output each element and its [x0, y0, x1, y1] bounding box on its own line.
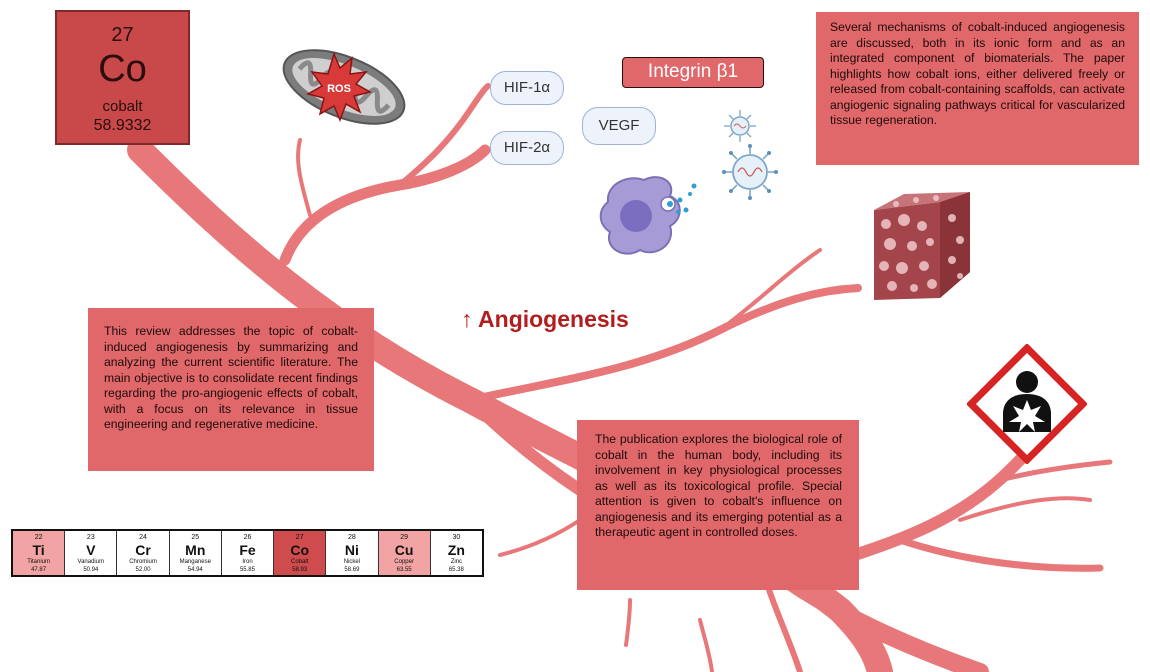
- porous-scaffold-cube-icon: [874, 192, 970, 300]
- periodic-cell-mass: 52.00: [135, 567, 151, 573]
- ros-label: ROS: [327, 83, 351, 95]
- macrophage-cell-icon: [599, 176, 697, 255]
- periodic-cell-symbol: Co: [290, 542, 310, 558]
- mitochondria-icon: ROS: [282, 49, 406, 125]
- periodic-cell-symbol: V: [86, 542, 96, 558]
- periodic-cell-mass: 47.87: [31, 567, 47, 573]
- vegf-label: VEGF: [582, 107, 656, 145]
- periodic-cell-name: Nickel: [343, 559, 361, 565]
- periodic-cell-symbol: Ni: [344, 542, 359, 558]
- periodic-cell-symbol: Mn: [185, 542, 206, 558]
- periodic-cell-name: Chromium: [129, 559, 157, 565]
- periodic-cell-symbol: Ti: [32, 542, 45, 558]
- periodic-cell-mass: 58.93: [292, 567, 308, 573]
- ros-burst-icon: [306, 51, 372, 123]
- cobalt-element-tile: 27 Co cobalt 58.9332: [55, 10, 190, 145]
- hif-2a-label: HIF-2α: [490, 131, 564, 165]
- periodic-cell-mass: 55.85: [239, 567, 255, 573]
- periodic-cell-mass: 63.55: [396, 567, 412, 573]
- periodic-cell-number: 30: [452, 534, 461, 541]
- angiogenesis-heading: ↑ Angiogenesis: [461, 306, 629, 332]
- periodic-cell-number: 22: [34, 534, 43, 541]
- virus-particle-large-icon: [722, 144, 778, 200]
- periodic-cell-number: 25: [191, 534, 200, 541]
- integrin-label: Integrin β1: [622, 57, 764, 88]
- periodic-cell-symbol: Zn: [447, 542, 465, 558]
- periodic-cell-name: Copper: [394, 559, 414, 565]
- periodic-cell-symbol: Fe: [239, 542, 256, 558]
- periodic-cell-name: Iron: [242, 559, 253, 565]
- periodic-cell-number: 28: [348, 534, 356, 541]
- periodic-cell-symbol: Cu: [394, 542, 414, 558]
- periodic-cell-mass: 65.38: [448, 567, 464, 573]
- health-hazard-icon: [967, 344, 1087, 464]
- cobalt-symbol: Co: [98, 48, 147, 90]
- mechanisms-text-box: Several mechanisms of cobalt-induced ang…: [816, 12, 1139, 165]
- periodic-cell-mass: 58.69: [344, 567, 360, 573]
- periodic-cell-name: Manganese: [179, 559, 211, 565]
- publication-text-box: The publication explores the biological …: [577, 420, 859, 590]
- periodic-cell-number: 27: [295, 534, 304, 541]
- virus-particle-small-icon: [724, 110, 756, 142]
- periodic-cell-name: Titanium: [27, 559, 50, 565]
- periodic-cell-name: Cobalt: [291, 559, 309, 565]
- periodic-cell-number: 23: [86, 534, 95, 541]
- periodic-cell-name: Zinc: [450, 559, 463, 565]
- periodic-cell-mass: 50.94: [83, 567, 99, 573]
- hif-1a-label: HIF-1α: [490, 71, 564, 105]
- periodic-cell-number: 29: [400, 534, 409, 541]
- review-text-box: This review addresses the topic of cobal…: [88, 308, 374, 471]
- periodic-cell-mass: 54.94: [187, 567, 203, 573]
- cobalt-atomic-mass: 58.9332: [93, 117, 152, 134]
- periodic-cell-number: 26: [243, 534, 252, 541]
- periodic-cell-name: Vanadium: [77, 559, 105, 565]
- periodic-cell-symbol: Cr: [135, 542, 151, 558]
- cobalt-atomic-number: 27: [111, 24, 134, 46]
- periodic-cell-number: 24: [139, 534, 147, 541]
- cobalt-name: cobalt: [102, 98, 143, 115]
